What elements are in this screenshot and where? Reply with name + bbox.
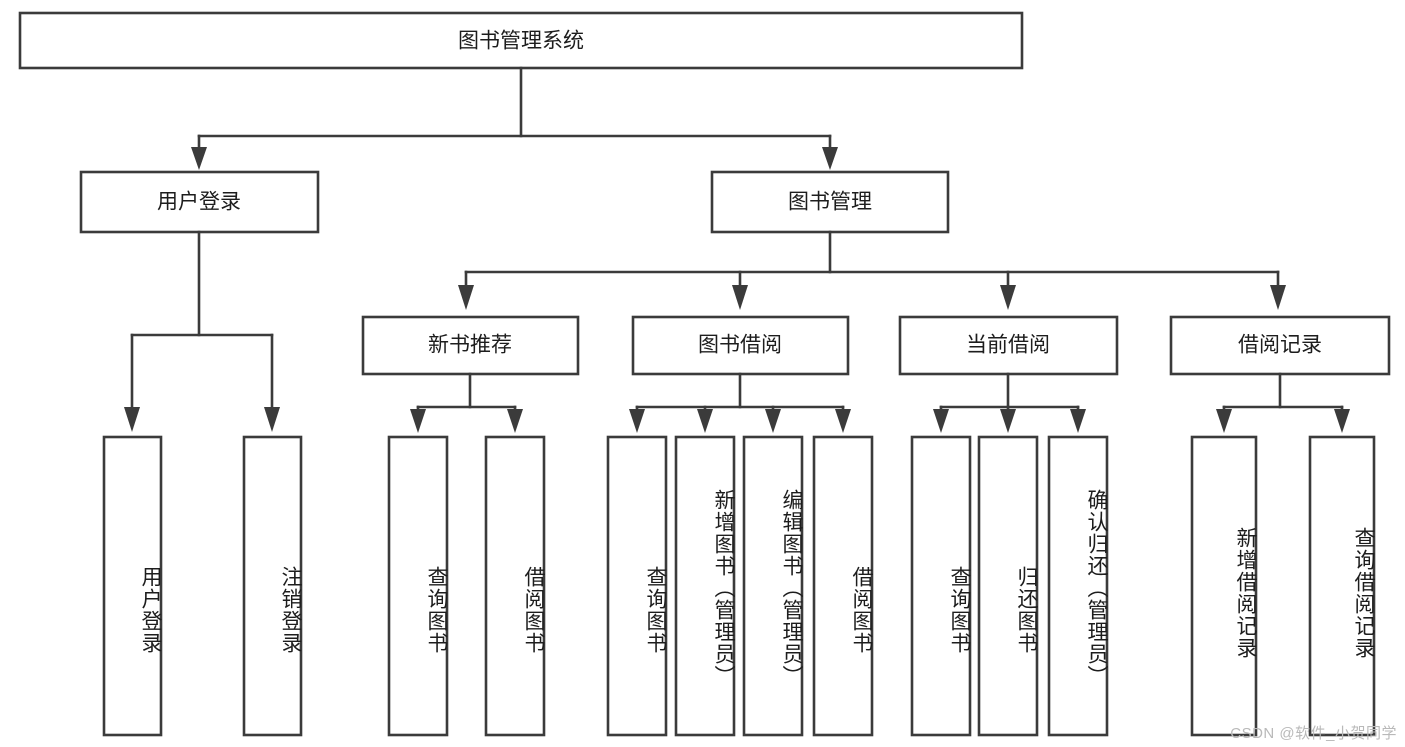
arrow-book-borrow-leaf-3 — [765, 409, 781, 433]
node-new-book-recommend-box[interactable] — [361, 315, 580, 376]
node-borrow-record-label: 借阅记录 — [1238, 334, 1322, 357]
arrow-to-borrow-record — [1270, 285, 1286, 310]
leaf-confirm-return-box[interactable] — [1047, 435, 1109, 737]
arrow-book-borrow-leaf-1 — [629, 409, 645, 433]
arrow-to-book-manage — [822, 147, 838, 170]
leaf-logout-login-box[interactable] — [242, 435, 303, 737]
arrow-book-borrow-leaf-4 — [835, 409, 851, 433]
leaf-query-book-1-box[interactable] — [387, 435, 449, 737]
node-new-book-recommend-label: 新书推荐 — [428, 334, 512, 357]
leaf-edit-book-box[interactable] — [742, 435, 804, 737]
leaf-query-book-2-box[interactable] — [606, 435, 668, 737]
leaf-add-record-box[interactable] — [1190, 435, 1258, 737]
arrow-current-borrow-leaf-1 — [933, 409, 949, 433]
leaf-query-record-box[interactable] — [1308, 435, 1376, 737]
arrow-book-borrow-leaf-2 — [697, 409, 713, 433]
node-current-borrow-box[interactable] — [898, 315, 1119, 376]
node-root-box[interactable] — [18, 11, 1024, 70]
arrow-borrow-record-leaf-2 — [1334, 409, 1350, 433]
node-book-manage-label: 图书管理 — [788, 191, 872, 214]
arrow-current-borrow-leaf-2 — [1000, 409, 1016, 433]
node-root-label: 图书管理系统 — [458, 30, 584, 53]
arrow-borrow-record-leaf-1 — [1216, 409, 1232, 433]
leaf-return-book-box[interactable] — [977, 435, 1039, 737]
csdn-watermark: CSDN @软件_小贺同学 — [1230, 725, 1397, 742]
arrow-user-login-leaf-1 — [124, 407, 140, 432]
arrow-to-current-borrow — [1000, 285, 1016, 310]
leaf-borrow-book-1-box[interactable] — [484, 435, 546, 737]
node-current-borrow-label: 当前借阅 — [966, 334, 1050, 357]
arrow-new-book-leaf-2 — [507, 409, 523, 433]
arrow-to-book-borrow — [732, 285, 748, 310]
arrow-new-book-leaf-1 — [410, 409, 426, 433]
arrow-to-user-login — [191, 147, 207, 170]
leaf-query-book-3-box[interactable] — [910, 435, 972, 737]
node-borrow-record-box[interactable] — [1169, 315, 1391, 376]
leaf-user-login-box[interactable] — [102, 435, 163, 737]
node-user-login-label: 用户登录 — [157, 191, 241, 214]
arrow-user-login-leaf-2 — [264, 407, 280, 432]
node-book-borrow-label: 图书借阅 — [698, 334, 782, 357]
leaf-add-book-box[interactable] — [674, 435, 736, 737]
node-book-borrow-box[interactable] — [631, 315, 850, 376]
leaf-borrow-book-2-box[interactable] — [812, 435, 874, 737]
arrow-current-borrow-leaf-3 — [1070, 409, 1086, 433]
node-book-manage-box[interactable] — [710, 170, 950, 234]
arrow-to-new-book-recommend — [458, 285, 474, 310]
